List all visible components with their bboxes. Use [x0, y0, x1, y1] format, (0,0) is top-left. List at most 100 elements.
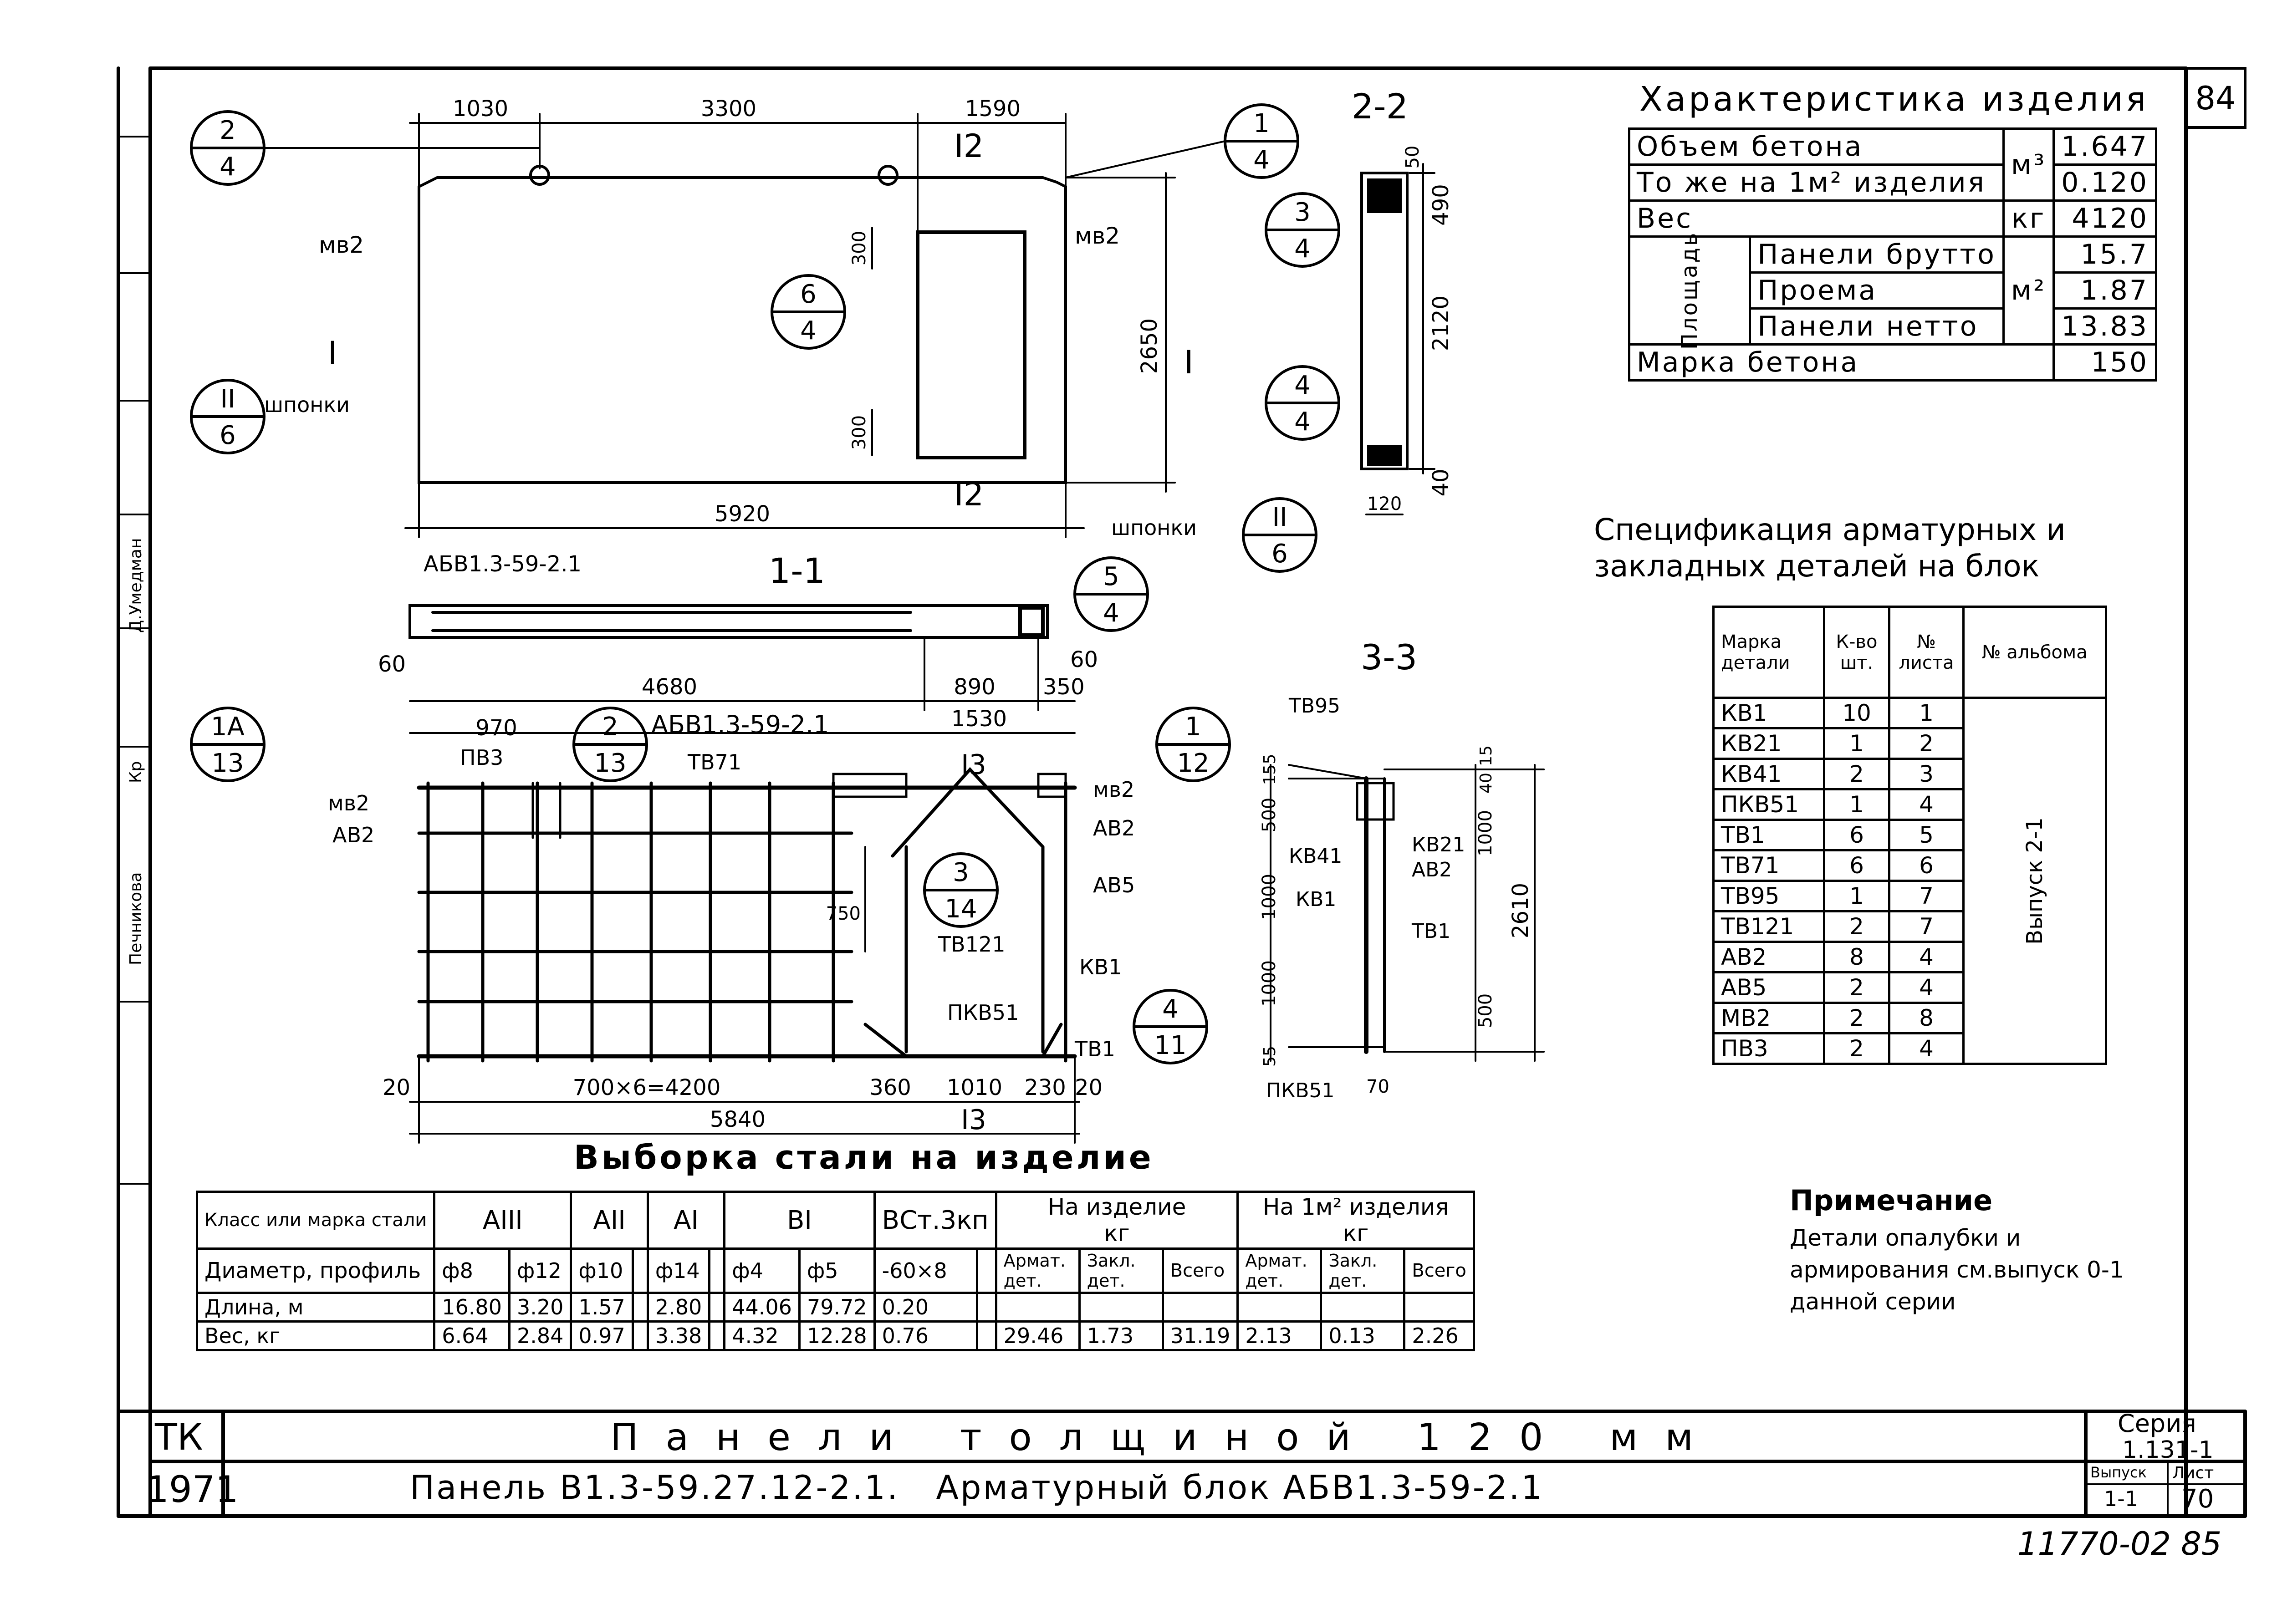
dim-5920: 5920 [715, 501, 770, 527]
callout-5-4-top: 5 [1103, 562, 1119, 591]
cut-mark-13-top: I3 [961, 749, 986, 781]
char-label: Панели нетто [1749, 307, 2005, 346]
spec-cell: ПВ3 [1712, 1032, 1825, 1065]
section-1-1-block-mark: АБВ1.3-59-2.1 [424, 551, 582, 577]
steel-wt: 3.38 [646, 1320, 711, 1351]
cage-dim-970: 970 [475, 715, 517, 741]
dim-33-500-top: 500 [1259, 798, 1280, 832]
callout-1A-13 [190, 707, 265, 782]
char-row-volume: Объем бетона м³ 1.647 [1628, 127, 2158, 202]
spec-cell: 4 [1888, 971, 1965, 1004]
dim-33-1000-b: 1000 [1259, 960, 1280, 1007]
steel-total: 29.46 [995, 1320, 1081, 1351]
steel-len [1320, 1292, 1406, 1323]
callout-II-6-left-bottom: 6 [220, 421, 236, 450]
dim-22-490: 490 [1428, 184, 1454, 226]
steel-diam: ф4 [723, 1247, 801, 1294]
side-stamp-name-1: Д.Умедман [127, 538, 145, 633]
steel-diam: ф12 [508, 1247, 572, 1294]
callout-II-6-right-bottom: 6 [1271, 539, 1288, 569]
steel-wt: 6.64 [433, 1320, 511, 1351]
steel-len: 1.57 [570, 1292, 634, 1323]
spec-cell: 6 [1823, 849, 1890, 882]
steel-diam-label: Диаметр, профиль [195, 1247, 436, 1294]
char-label: Проема [1749, 271, 2005, 310]
steel-wt: 2.84 [508, 1320, 572, 1351]
steel-diam: ф14 [646, 1247, 711, 1294]
section-1-1 [408, 604, 1076, 711]
char-value: 0.120 [2052, 163, 2158, 202]
side-stamp-name-3: Кр [127, 761, 145, 783]
spec-cell: 6 [1823, 819, 1890, 851]
note-line-3: данной серии [1790, 1288, 1956, 1315]
steel-len [708, 1292, 726, 1323]
cage-dim-230: 230 [1024, 1075, 1066, 1100]
char-label: Панели брутто [1749, 235, 2005, 274]
spec-cell: ПКВ51 [1712, 788, 1825, 821]
callout-2-4-bottom: 4 [220, 152, 236, 182]
title-subtitle: Панель В1.3-59.27.12-2.1. Арматурный бло… [410, 1468, 1544, 1507]
spec-cell: КВ1 [1712, 697, 1825, 729]
steel-table: Класс или марка стали АIII АII АI ВI ВСт… [195, 1191, 1475, 1351]
steel-wt: 4.32 [723, 1320, 801, 1351]
cut-mark-12-top: I2 [954, 127, 984, 165]
char-value: 4120 [2052, 199, 2158, 238]
dim-33-2610: 2610 [1508, 883, 1533, 938]
title-series: 1.131-1 [2122, 1436, 2214, 1464]
callout-II-6-right-top: II [1272, 503, 1287, 532]
spec-cell: МВ2 [1712, 1002, 1825, 1034]
cage-label-tv121: ТВ121 [938, 932, 1005, 957]
callout-5-4-bottom: 4 [1103, 598, 1119, 628]
char-label: То же на 1м² изделия [1628, 163, 2005, 202]
steel-diam [708, 1247, 726, 1294]
callout-II-6-right [1242, 497, 1317, 573]
spec-cell: 8 [1888, 1002, 1965, 1034]
spec-cell: АВ2 [1712, 941, 1825, 973]
spec-cell: 1 [1823, 880, 1890, 912]
char-unit: кг [2002, 199, 2055, 238]
steel-wt [708, 1320, 726, 1351]
s33-label-tv95: ТВ95 [1288, 694, 1340, 718]
cage-dim-1010: 1010 [947, 1075, 1002, 1100]
steel-diam [631, 1247, 649, 1294]
spec-cell: 4 [1888, 788, 1965, 821]
char-value: 13.83 [2052, 307, 2158, 346]
steel-class: АII [570, 1191, 649, 1250]
char-row-grade: Марка бетона 150 [1628, 343, 2158, 382]
spec-cell: 2 [1823, 910, 1890, 943]
steel-per-item-unit: кг [1104, 1220, 1130, 1247]
steel-len [1161, 1292, 1239, 1323]
callout-2-13-top: 2 [602, 712, 618, 742]
spec-title-line1: Спецификация арматурных и [1594, 512, 2066, 547]
spec-cell: 2 [1823, 1002, 1890, 1034]
callout-4-11-bottom: 11 [1154, 1031, 1186, 1060]
s33-label-kv41: КВ41 [1289, 845, 1342, 868]
reinforcement-cage [409, 732, 1080, 1144]
side-stamp: Д.Умедман Печникова Кр [117, 136, 151, 1185]
spec-cell: 2 [1888, 727, 1965, 760]
spec-cell: 4 [1888, 941, 1965, 973]
callouts [190, 103, 1340, 1064]
steel-total: 2.26 [1403, 1320, 1475, 1351]
callout-3-4-bottom: 4 [1294, 234, 1311, 264]
steel-len [975, 1292, 997, 1323]
cage-dim-20-right: 20 [1075, 1075, 1103, 1100]
note-title: Примечание [1790, 1184, 1993, 1217]
section-2-2 [1360, 163, 1435, 515]
char-row-opening: Проема 1.87 [1629, 271, 2158, 310]
sheet-number: 84 [2195, 80, 2236, 117]
callout-6-4 [771, 274, 846, 350]
steel-len [1403, 1292, 1475, 1323]
steel-col-head: Закл. дет. [1078, 1247, 1164, 1294]
char-value: 1.647 [2052, 127, 2158, 166]
steel-len: 0.20 [873, 1292, 978, 1323]
callout-3-4 [1265, 192, 1340, 268]
callout-6-4-top: 6 [800, 280, 817, 309]
spec-album-cell: Выпуск 2-1 [1962, 697, 2107, 1065]
steel-diam-row: Диаметр, профиль ф8 ф12 ф10 ф14 ф4 ф5 -6… [195, 1247, 1475, 1294]
steel-class: АI [646, 1191, 726, 1250]
